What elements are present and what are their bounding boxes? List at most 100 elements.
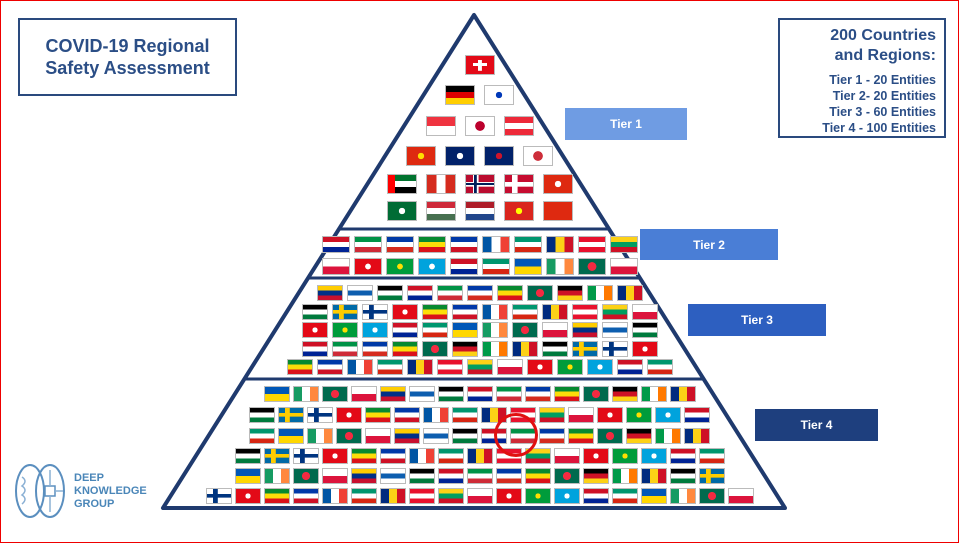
- flag: [436, 359, 463, 375]
- flag: [541, 341, 568, 357]
- flag: [376, 359, 403, 375]
- flag: [611, 448, 638, 464]
- flag: [669, 448, 696, 464]
- flag: [361, 322, 388, 338]
- tier-3-flag-row: [0, 285, 959, 301]
- flag: [626, 428, 652, 444]
- flag: [601, 322, 628, 338]
- flag: [495, 468, 522, 484]
- flag: [331, 341, 358, 357]
- tier-4-flag-row: [0, 386, 959, 402]
- flag: [385, 258, 414, 275]
- flag: [353, 258, 382, 275]
- flag: [365, 428, 391, 444]
- flag: [556, 359, 583, 375]
- flag: [321, 488, 348, 504]
- flag: [386, 201, 417, 221]
- flag: [545, 236, 574, 253]
- flag: [379, 448, 406, 464]
- flag: [481, 341, 508, 357]
- flag: [263, 386, 290, 402]
- flag: [466, 359, 493, 375]
- flag: [350, 488, 377, 504]
- flag: [449, 236, 478, 253]
- flag: [350, 468, 377, 484]
- flag: [503, 116, 534, 136]
- logo-line-3: GROUP: [74, 497, 115, 510]
- flag: [249, 407, 275, 423]
- flag: [577, 258, 606, 275]
- flag: [408, 448, 435, 464]
- flag: [609, 236, 638, 253]
- flag: [445, 85, 475, 105]
- tier-3-flag-row: [0, 341, 959, 357]
- flag: [698, 448, 725, 464]
- tier-1-flag-row: [0, 116, 959, 136]
- flag: [307, 407, 333, 423]
- tier-3-flag-row: [0, 359, 959, 375]
- flag: [391, 322, 418, 338]
- flag: [346, 285, 373, 301]
- flag: [616, 285, 643, 301]
- flag: [503, 201, 534, 221]
- flag: [556, 285, 583, 301]
- flag: [350, 448, 377, 464]
- flag: [292, 448, 319, 464]
- flag: [301, 322, 328, 338]
- flag: [301, 304, 328, 320]
- flag: [408, 386, 435, 402]
- summary-tier-4: Tier 4 - 100 Entities: [822, 121, 936, 135]
- flag: [597, 407, 623, 423]
- flag: [451, 341, 478, 357]
- logo-line-2: KNOWLEDGE: [74, 484, 147, 497]
- flag: [292, 386, 319, 402]
- flag: [582, 488, 609, 504]
- tier-4-label: Tier 4: [755, 409, 878, 441]
- summary-box: 200 Countries and Regions: Tier 1 - 20 E…: [778, 18, 946, 138]
- flag: [408, 468, 435, 484]
- flag: [545, 258, 574, 275]
- flag: [394, 407, 420, 423]
- flag: [451, 322, 478, 338]
- flag: [582, 386, 609, 402]
- flag: [466, 386, 493, 402]
- flag: [640, 488, 667, 504]
- flag: [601, 341, 628, 357]
- flag: [321, 236, 350, 253]
- flag: [425, 201, 456, 221]
- tier-4-flag-row: [0, 407, 959, 423]
- flag: [539, 428, 565, 444]
- flag: [466, 468, 493, 484]
- flag: [292, 468, 319, 484]
- flag: [524, 488, 551, 504]
- flag: [451, 304, 478, 320]
- flag: [503, 174, 534, 194]
- flag: [626, 407, 652, 423]
- flag: [417, 236, 446, 253]
- flag: [698, 488, 725, 504]
- flag: [385, 236, 414, 253]
- flag: [379, 386, 406, 402]
- flag: [278, 428, 304, 444]
- flag: [655, 407, 681, 423]
- flag: [698, 468, 725, 484]
- flag: [586, 285, 613, 301]
- flag: [496, 285, 523, 301]
- flag: [464, 116, 495, 136]
- flag: [568, 428, 594, 444]
- flag: [586, 359, 613, 375]
- summary-tier-2: Tier 2- 20 Entities: [832, 89, 936, 103]
- flag: [321, 386, 348, 402]
- flag: [511, 304, 538, 320]
- flag: [542, 201, 573, 221]
- flag: [495, 488, 522, 504]
- flag: [421, 322, 448, 338]
- flag: [568, 407, 594, 423]
- tier-2-flag-row: [0, 258, 959, 275]
- tier-3-label: Tier 3: [688, 304, 826, 336]
- flag: [553, 448, 580, 464]
- flag: [449, 258, 478, 275]
- flag: [484, 146, 514, 166]
- tier-1-label: Tier 1: [565, 108, 687, 140]
- flag: [286, 359, 313, 375]
